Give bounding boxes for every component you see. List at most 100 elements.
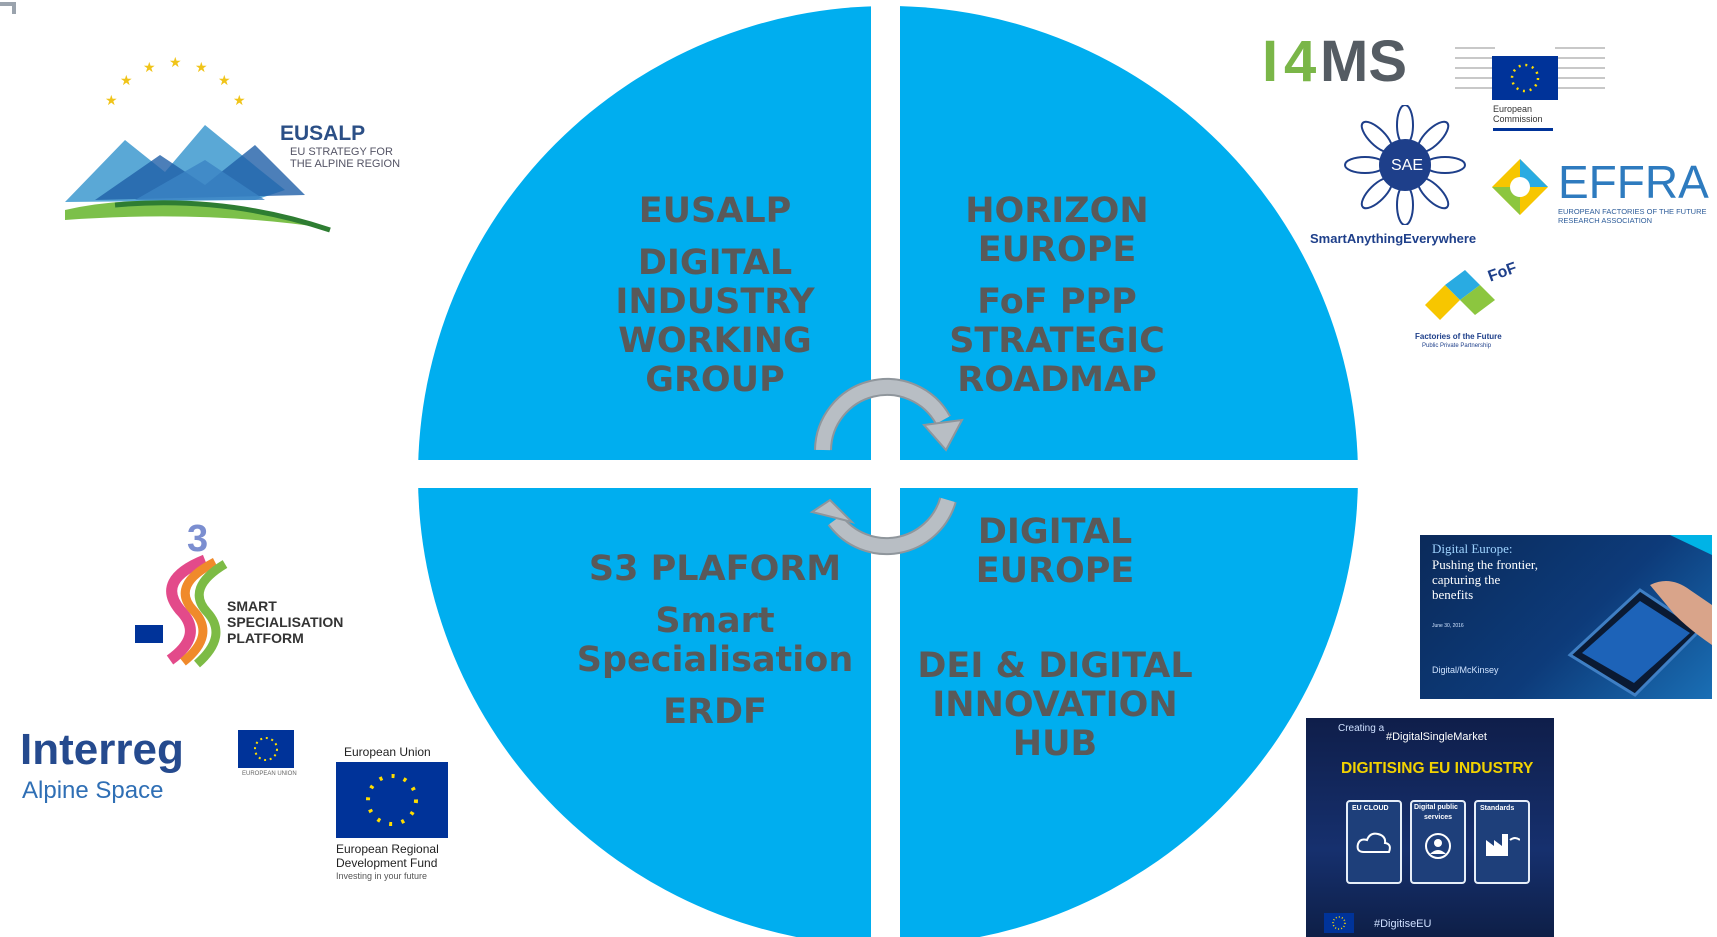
sae-logo: SAE SmartAnythingEverywhere bbox=[1310, 105, 1510, 250]
i4ms-text-a: I bbox=[1262, 29, 1279, 94]
tl-line2: DIGITAL bbox=[637, 243, 793, 283]
eu-flag-icon bbox=[238, 730, 294, 768]
eusalp-mountains-icon: ★★ ★★ ★★ ★ bbox=[65, 55, 331, 233]
svg-text:★: ★ bbox=[218, 73, 231, 89]
bl-line4: ERDF bbox=[663, 692, 767, 732]
effra-line1: EUROPEAN FACTORIES OF THE FUTURE bbox=[1558, 207, 1707, 216]
poster-panel-cloud: EU CLOUD bbox=[1346, 800, 1402, 884]
report-line1: Digital Europe: bbox=[1432, 541, 1513, 556]
interreg-logo: Interreg Alpine Space EUROPEAN UNION bbox=[20, 725, 300, 815]
svg-text:★: ★ bbox=[120, 73, 133, 89]
svg-text:★: ★ bbox=[105, 93, 118, 109]
interreg-subtitle: Alpine Space bbox=[22, 777, 164, 804]
s3-swirl-icon bbox=[135, 554, 228, 668]
svg-text:★: ★ bbox=[195, 60, 208, 76]
quadrant-bottom-left-text: S3 PLAFORM Smart Specialisation ERDF bbox=[560, 550, 870, 732]
effra-line2: RESEARCH ASSOCIATION bbox=[1558, 216, 1653, 225]
eu-flag-icon bbox=[1324, 913, 1354, 933]
report-line2: Pushing the frontier, bbox=[1432, 557, 1538, 572]
tr-line3: FoF PPP bbox=[977, 282, 1137, 322]
poster-panel-services: Digital public services bbox=[1410, 800, 1466, 884]
poster-panel-standards: Standards bbox=[1474, 800, 1530, 884]
eusalp-title: EUSALP bbox=[280, 122, 366, 145]
bl-line1: S3 PLAFORM bbox=[588, 549, 842, 589]
interreg-title: Interreg bbox=[20, 725, 184, 774]
fof-line2: Public Private Partnership bbox=[1422, 343, 1492, 349]
fof-logo: FoF Factories of the Future Public Priva… bbox=[1410, 260, 1540, 355]
s3-line1: SMART bbox=[227, 598, 277, 614]
digitising-eu-industry-poster: Creating a #DigitalSingleMarket DIGITISI… bbox=[1306, 718, 1554, 937]
eusalp-line2: THE ALPINE REGION bbox=[290, 158, 401, 170]
s3-mark: 3 bbox=[187, 518, 209, 560]
ec-line2: Commission bbox=[1493, 114, 1543, 124]
br-line4: INNOVATION bbox=[932, 685, 1178, 725]
cloud-icon bbox=[1356, 832, 1391, 853]
ec-line1: European bbox=[1493, 104, 1533, 114]
effra-title: EFFRA bbox=[1558, 156, 1709, 208]
effra-mark-icon bbox=[1492, 159, 1548, 215]
report-line3: capturing the bbox=[1432, 572, 1501, 587]
br-line3: DEI & DIGITAL bbox=[917, 646, 1193, 686]
br-line2: EUROPE bbox=[975, 551, 1135, 591]
sae-center: SAE bbox=[1391, 157, 1424, 174]
svg-text:★: ★ bbox=[169, 55, 182, 71]
sae-flower-icon bbox=[1344, 105, 1466, 225]
eusalp-line1: EU STRATEGY FOR bbox=[290, 146, 393, 158]
erdf-line1: European Regional bbox=[336, 842, 439, 856]
svg-text:★: ★ bbox=[143, 60, 156, 76]
i4ms-text-c: MS bbox=[1320, 29, 1407, 94]
person-icon bbox=[1425, 833, 1451, 859]
poster-title: DIGITISING EU INDUSTRY bbox=[1341, 760, 1534, 777]
interreg-eu-caption: EUROPEAN UNION bbox=[242, 771, 297, 777]
svg-text:★: ★ bbox=[233, 93, 246, 109]
ec-underline bbox=[1493, 128, 1553, 131]
commission-building-icon bbox=[1455, 47, 1605, 100]
poster-panel2-label-b: services bbox=[1424, 814, 1453, 821]
erdf-logo: European Union European Regional Develop… bbox=[330, 745, 460, 885]
tablet-hand-icon bbox=[1567, 535, 1712, 697]
i4ms-logo: I 4 MS bbox=[1262, 28, 1432, 94]
corner-fragment bbox=[0, 2, 16, 14]
quadrant-top-right-text: HORIZON EUROPE FoF PPP STRATEGIC ROADMAP bbox=[912, 192, 1202, 400]
european-commission-logo: European Commission bbox=[1455, 28, 1605, 133]
eu-flag-icon bbox=[336, 762, 448, 838]
quadrant-bottom-right-text: DIGITAL EUROPE DEI & DIGITAL INNOVATION … bbox=[905, 513, 1205, 764]
tl-line3: INDUSTRY bbox=[615, 282, 815, 322]
s3-line2: SPECIALISATION bbox=[227, 614, 344, 630]
erdf-line2: Development Fund bbox=[336, 856, 438, 870]
digital-europe-report-cover: Digital Europe: Pushing the frontier, ca… bbox=[1420, 535, 1712, 699]
report-date: June 30, 2016 bbox=[1432, 623, 1464, 629]
cycle-arrow-top bbox=[814, 378, 964, 452]
tl-line1: EUSALP bbox=[638, 191, 792, 231]
br-line5: HUB bbox=[1012, 724, 1098, 764]
factory-icon bbox=[1486, 834, 1520, 856]
s3-platform-logo: 3 SMART SPECIALISATION PLATFORM bbox=[125, 500, 345, 700]
i4ms-text-b: 4 bbox=[1284, 29, 1317, 94]
poster-panel2-label-a: Digital public bbox=[1414, 804, 1458, 811]
bl-line2: Smart bbox=[655, 601, 775, 641]
tr-line2: EUROPE bbox=[977, 230, 1137, 270]
quadrant-top-left-text: EUSALP DIGITAL INDUSTRY WORKING GROUP bbox=[570, 192, 860, 400]
poster-panel1-label: EU CLOUD bbox=[1352, 805, 1389, 812]
fof-blocks-icon bbox=[1425, 270, 1495, 320]
effra-logo: EFFRA EUROPEAN FACTORIES OF THE FUTURE R… bbox=[1490, 155, 1715, 230]
tr-line4: STRATEGIC bbox=[949, 321, 1165, 361]
fof-line1: Factories of the Future bbox=[1415, 332, 1502, 341]
sae-caption: SmartAnythingEverywhere bbox=[1310, 231, 1477, 246]
br-line1: DIGITAL bbox=[977, 512, 1133, 552]
poster-panel3-label: Standards bbox=[1480, 805, 1515, 812]
tr-line5: ROADMAP bbox=[957, 360, 1157, 400]
report-brand: Digital/McKinsey bbox=[1432, 665, 1499, 675]
eusalp-logo: ★★ ★★ ★★ ★ EUSALP EU STRATEGY FOR THE AL… bbox=[55, 50, 415, 235]
erdf-line3: Investing in your future bbox=[336, 871, 428, 881]
report-line4: benefits bbox=[1432, 587, 1474, 602]
bl-line3: Specialisation bbox=[576, 640, 854, 680]
poster-top-b: #DigitalSingleMarket bbox=[1386, 731, 1487, 743]
poster-hashtag: #DigitiseEU bbox=[1374, 918, 1432, 930]
cycle-arrow-bottom bbox=[809, 497, 957, 556]
erdf-header: European Union bbox=[344, 745, 431, 759]
tl-line4: WORKING bbox=[618, 321, 812, 361]
s3-line3: PLATFORM bbox=[227, 630, 304, 646]
tl-line5: GROUP bbox=[645, 360, 785, 400]
